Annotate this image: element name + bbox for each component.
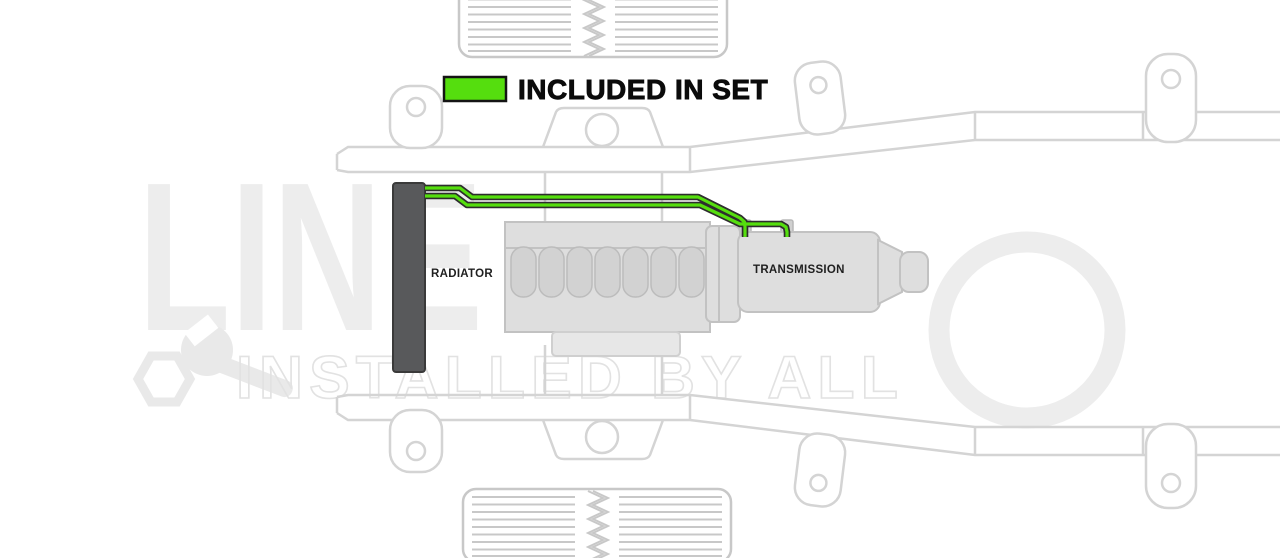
oil-pan [551, 331, 681, 357]
transmission-label: TRANSMISSION [753, 264, 845, 276]
radiator [392, 182, 426, 373]
front-tire [457, 0, 729, 59]
engine-rib [538, 246, 565, 298]
spring-hanger [793, 432, 847, 508]
legend-label: INCLUDED IN SET [518, 74, 768, 105]
spring-hanger [1144, 52, 1198, 144]
spring-hanger [1144, 422, 1198, 510]
spring-hanger-hole [809, 75, 828, 95]
hex-nut-icon [132, 351, 196, 407]
spring-hanger-hole [809, 473, 828, 493]
engine-rib [510, 246, 537, 298]
wrench-icon [181, 314, 293, 398]
crossmember-bottom-hole [584, 419, 620, 455]
engine-rib [678, 246, 705, 298]
chassis-frame [335, 0, 1280, 558]
cooler-line-lower [425, 194, 789, 237]
spring-hanger-hole [1160, 68, 1182, 90]
transmission-tailshaft [899, 251, 929, 293]
transmission-taper [877, 238, 903, 306]
bellhousing [705, 225, 741, 323]
frame-ticks-top [688, 112, 1145, 172]
crossmember-top [541, 106, 665, 148]
cooler-lines [425, 184, 791, 237]
legend: INCLUDED IN SET [442, 74, 768, 105]
spring-hangers [388, 52, 1198, 510]
cooler-line-upper [425, 186, 747, 237]
spring-hanger-hole [405, 96, 427, 118]
spring-hanger-hole [405, 440, 427, 462]
radiator-label: RADIATOR [431, 268, 493, 280]
engine-rib [622, 246, 649, 298]
frame-ticks-bottom [688, 395, 1145, 455]
engine-rib [566, 246, 593, 298]
spring-hanger-hole [1160, 472, 1182, 494]
rear-tire [461, 487, 733, 558]
engine-rib [594, 246, 621, 298]
crossmember-top-hole [584, 112, 620, 148]
engine [504, 221, 711, 357]
engine-rib [650, 246, 677, 298]
watermark-ring-icon [928, 231, 1126, 429]
transmission [705, 219, 929, 323]
legend-swatch [442, 75, 508, 103]
spring-hanger [793, 60, 847, 136]
crossmember-bottom [541, 419, 665, 461]
